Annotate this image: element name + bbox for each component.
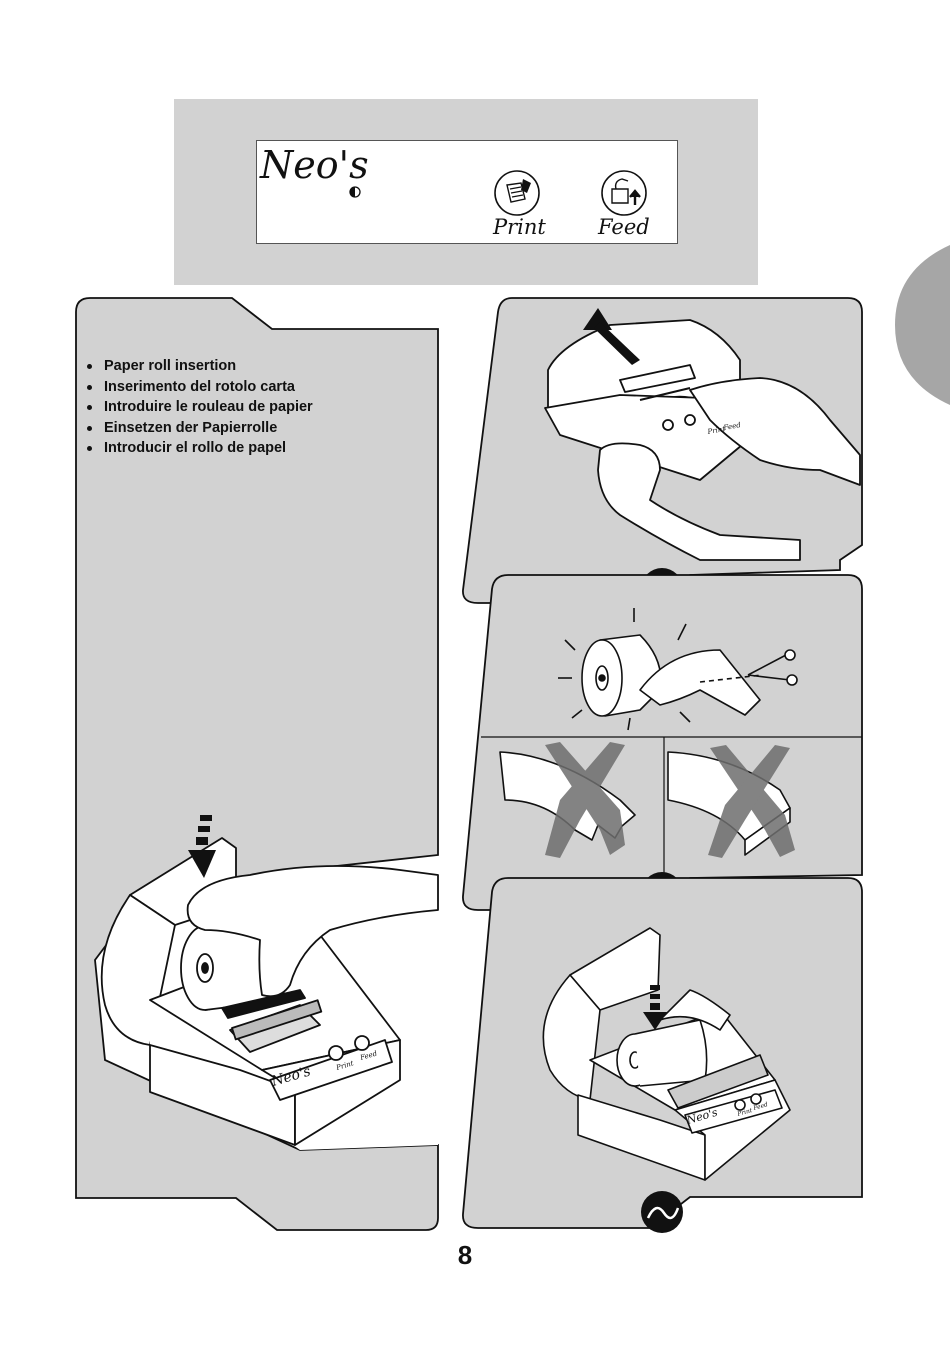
list-item: Introducir el rollo de papel	[84, 438, 313, 459]
print-icon	[493, 169, 541, 217]
instruction-title-list: Paper roll insertion Inserimento del rot…	[84, 356, 313, 459]
feed-label: Feed	[598, 215, 650, 239]
list-item: Introduire le rouleau de papier	[84, 397, 313, 418]
feed-icon	[600, 169, 648, 217]
incorrect-fold-cross-icon	[708, 745, 795, 858]
section-tab	[895, 245, 950, 405]
brand-logo: Neo's	[260, 143, 369, 187]
svg-text:Feed: Feed	[752, 1101, 769, 1112]
incorrect-cut-cross-icon	[545, 742, 625, 858]
down-arrow-icon	[188, 815, 216, 878]
printer-roll-insertion-illustration: Neo's Print Feed	[100, 815, 439, 1150]
step-open-cover-panel: Print Feed	[462, 297, 863, 604]
step-cut-paper-panel	[462, 574, 863, 911]
step-insert-roll-panel: Neo's Print Feed	[462, 877, 863, 1229]
status-led-icon	[349, 185, 361, 198]
list-item: Einsetzen der Papierrolle	[84, 418, 313, 439]
list-item: Paper roll insertion	[84, 356, 313, 377]
up-arrow-icon	[583, 308, 640, 365]
print-label: Print	[493, 215, 546, 239]
list-item: Inserimento del rotolo carta	[84, 377, 313, 398]
page-number: 8	[457, 1240, 473, 1270]
svg-text:Feed: Feed	[722, 421, 742, 432]
down-arrow-icon	[643, 985, 667, 1030]
control-panel-label: Neo's Print Feed	[256, 140, 678, 244]
svg-text:Print: Print	[736, 1107, 754, 1118]
svg-text:Print: Print	[706, 425, 726, 436]
